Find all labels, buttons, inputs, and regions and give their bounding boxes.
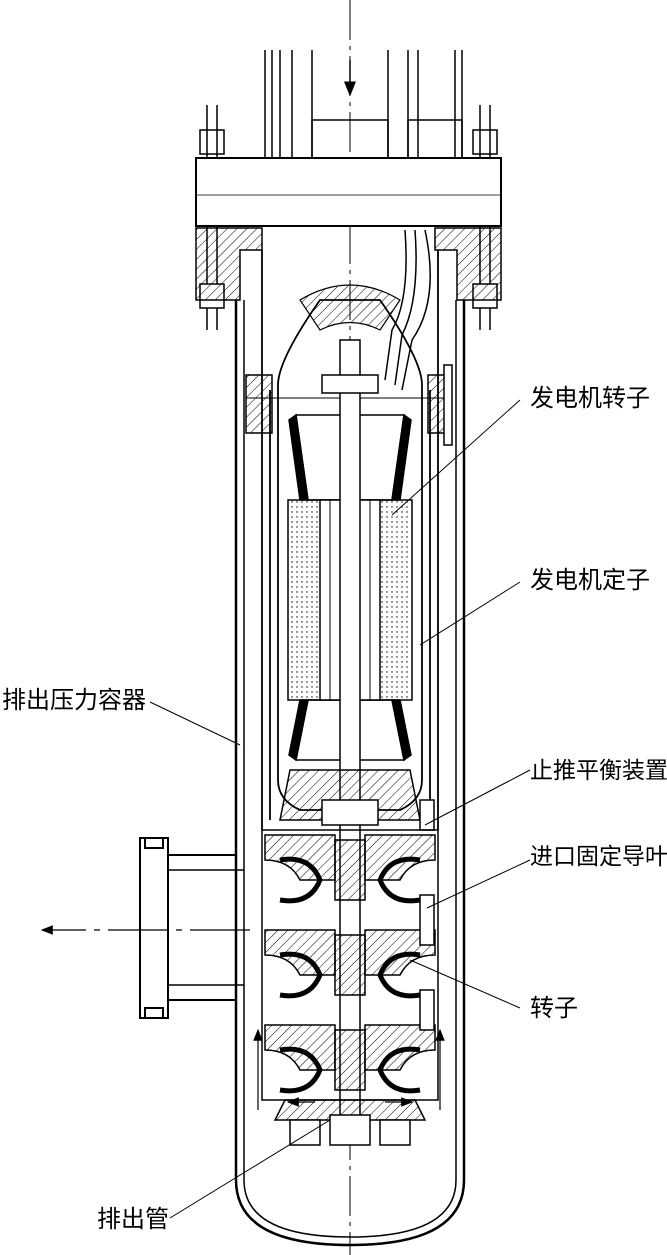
motor-casing <box>261 250 439 830</box>
top-pipes <box>264 50 463 161</box>
label-thrust-balance-device: 止推平衡装置 <box>530 758 667 784</box>
label-generator-stator: 发电机定子 <box>530 566 650 594</box>
discharge-vessel-shell <box>234 300 466 1247</box>
label-discharge-pressure-vessel: 排出压力容器 <box>2 686 146 714</box>
side-outlet-nozzle <box>139 837 244 1019</box>
pump-stages <box>261 829 439 1101</box>
top-flange <box>195 157 502 227</box>
power-cables <box>384 229 431 391</box>
vessel-head <box>195 227 502 301</box>
label-discharge-pipe: 排出管 <box>97 1205 169 1233</box>
shaft <box>339 339 361 1121</box>
leader-lines <box>149 399 531 1219</box>
label-inlet-fixed-guide-vane: 进口固定导叶 <box>530 844 667 870</box>
flow-arrows <box>253 1028 445 1110</box>
pump-base <box>273 1099 427 1146</box>
side-bracket <box>245 364 453 446</box>
label-rotor: 转子 <box>530 994 578 1022</box>
label-generator-rotor: 发电机转子 <box>530 384 650 412</box>
